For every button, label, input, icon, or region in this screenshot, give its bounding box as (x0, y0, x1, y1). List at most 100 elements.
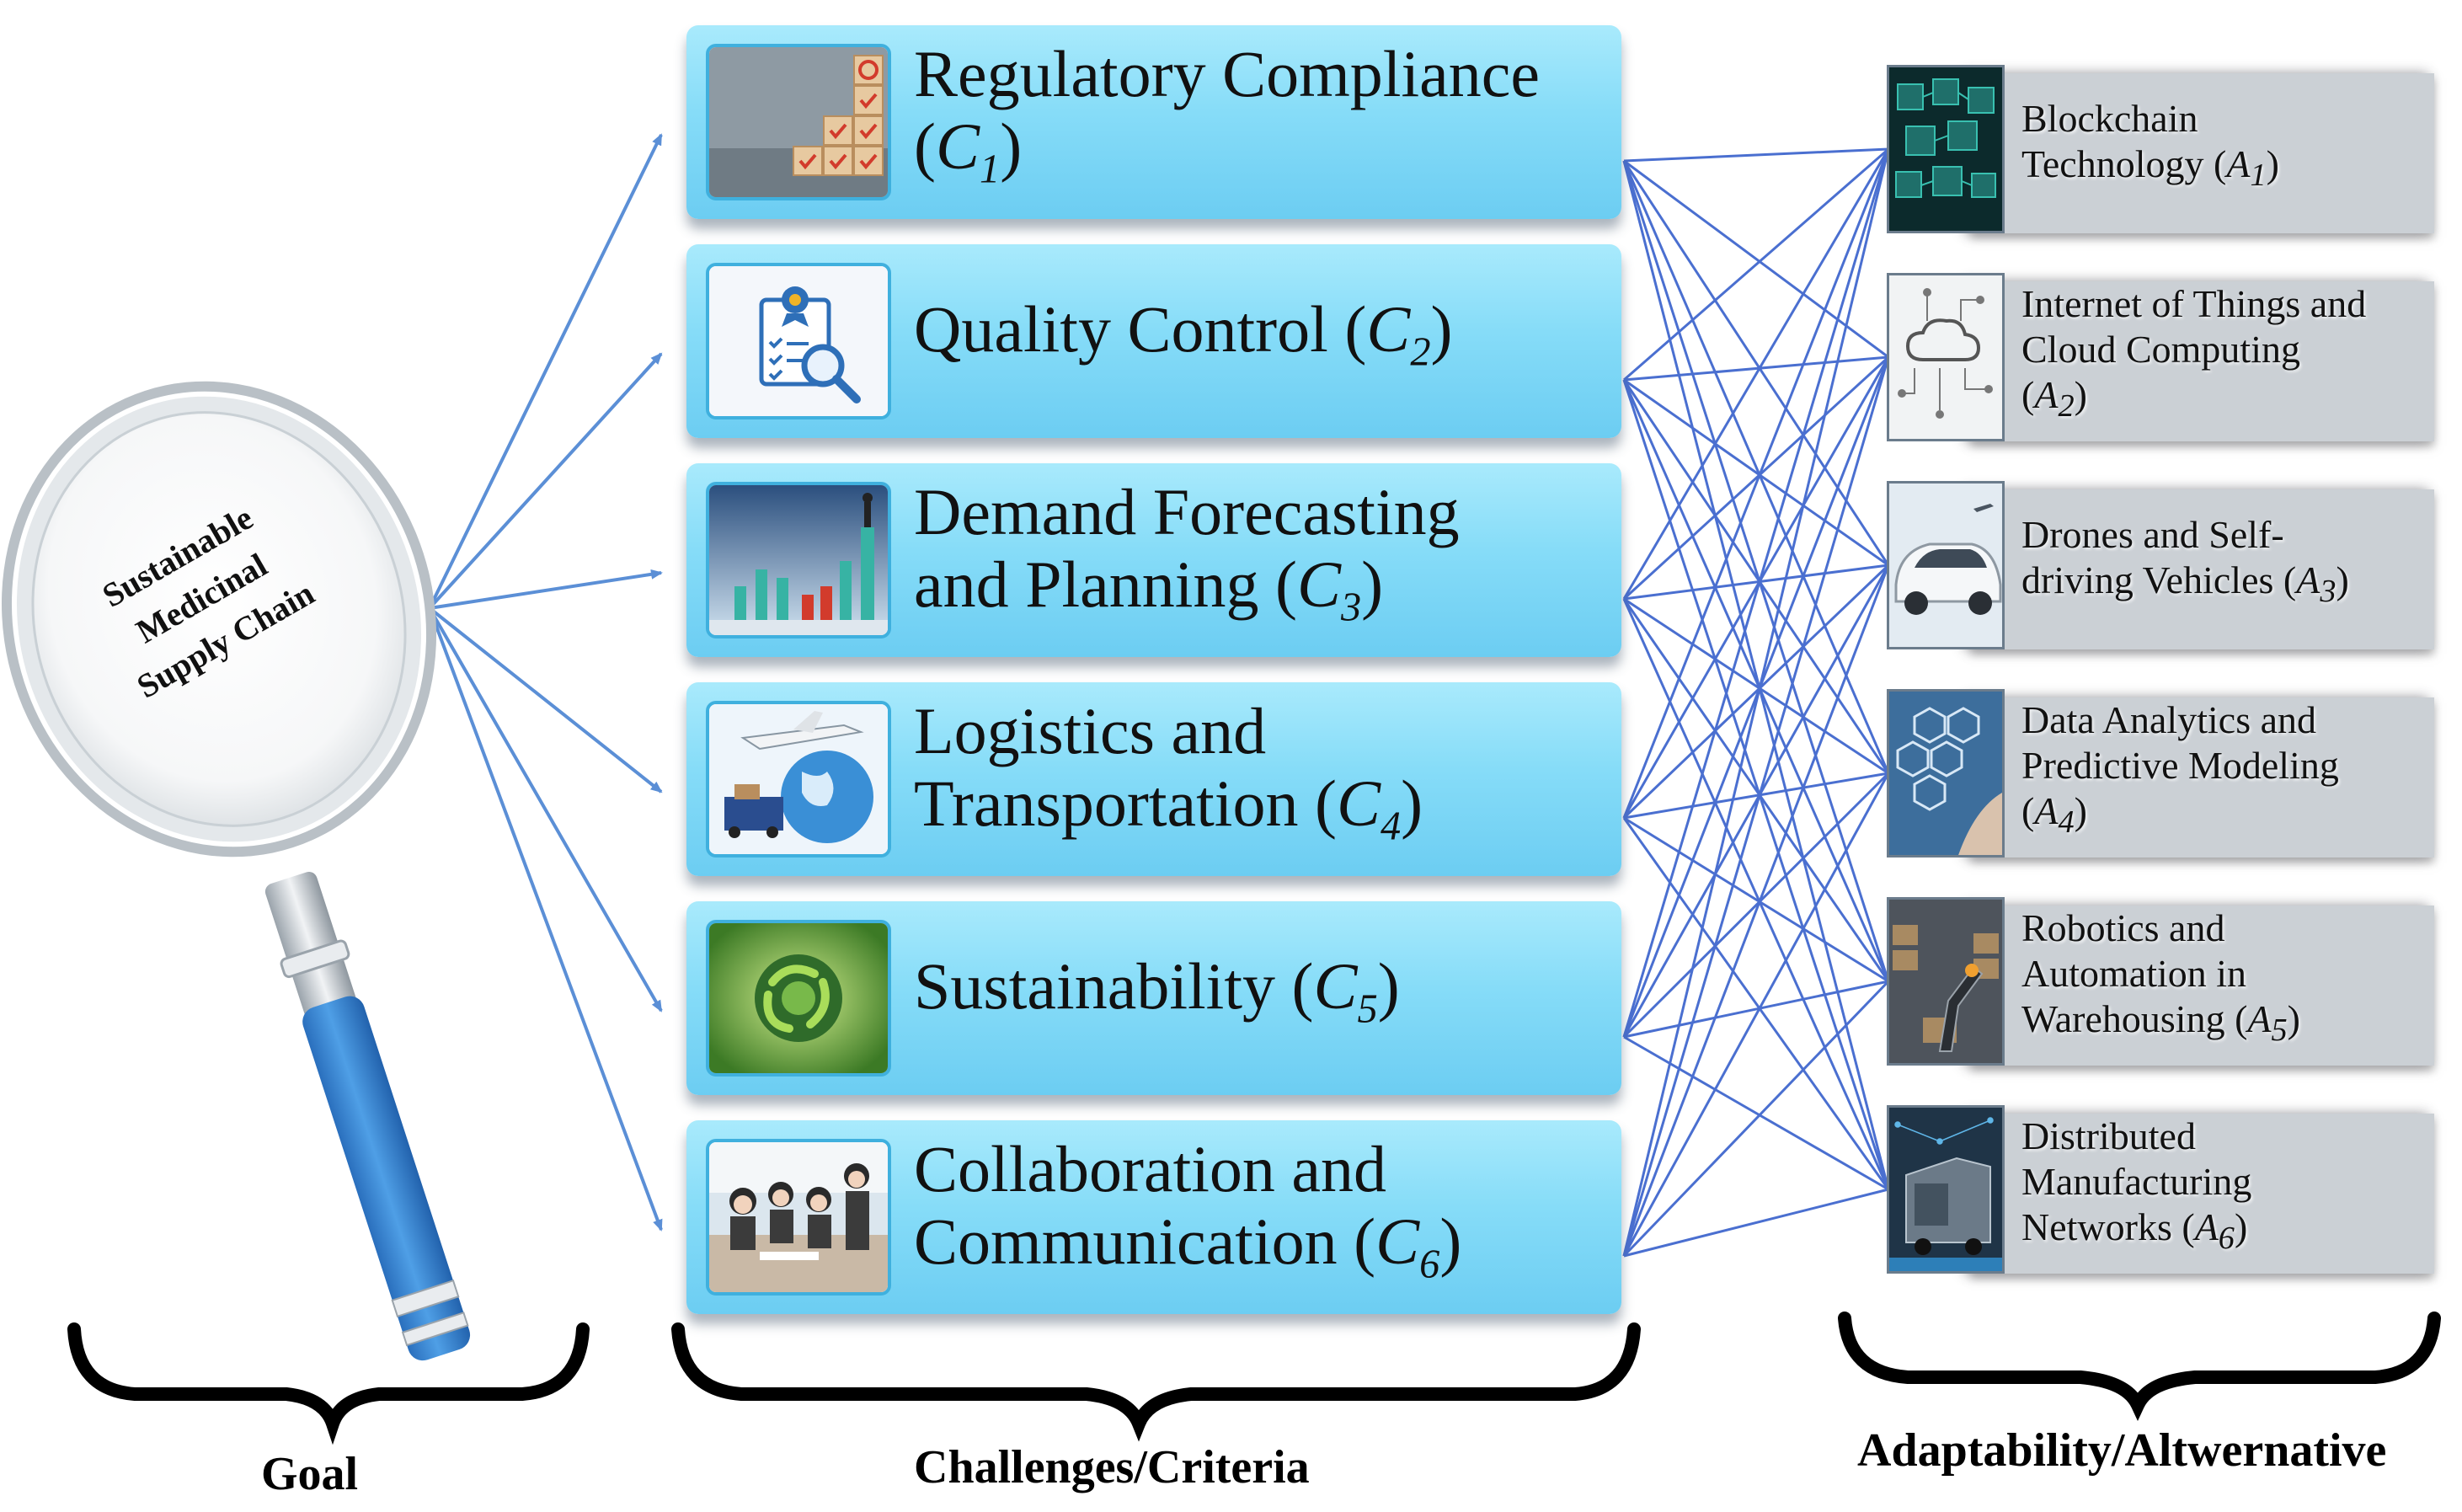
link-c3-a2 (1622, 355, 1890, 601)
alternative-label-a5: Robotics and Automation in Warehousing (… (2021, 897, 2431, 1062)
self-driving-car-image (1887, 481, 2005, 649)
criterion-line-c2: Quality Control (C2) (914, 292, 1453, 375)
criterion-label-c3: Demand Forecasting and Planning (C3) (914, 463, 1605, 657)
truck-network-image (1887, 1105, 2005, 1274)
alternative-name-a6-line-3: Networks (A6) (2021, 1205, 2248, 1257)
iot-cloud-image (1887, 273, 2005, 441)
link-c1-a1 (1623, 147, 1889, 163)
criterion-name-c3-line-2: and Planning (C3) (914, 548, 1384, 630)
alternative-name-a1-line-1: Blockchain (2021, 97, 2198, 141)
goal-arrow-c5 (428, 607, 663, 1012)
link-c3-a4 (1623, 597, 1889, 775)
alternative-a6[interactable]: Distributed Manufacturing Networks (A6) (1887, 1105, 2434, 1274)
checkmark-blocks-image (706, 44, 891, 200)
alternative-name-a1-line-2: Technology (A1) (2021, 142, 2279, 194)
alternative-label-a4: Data Analytics and Predictive Modeling (… (2021, 689, 2431, 854)
link-c6-a4 (1622, 772, 1890, 1257)
criterion-label-c4: Logistics and Transportation (C4) (914, 682, 1605, 876)
goal-arrow-c3 (429, 569, 663, 610)
criterion-name-c2: Quality Control (914, 292, 1328, 366)
link-c3-a3 (1623, 564, 1889, 601)
criterion-box-c3[interactable]: Demand Forecasting and Planning (C3) (686, 463, 1621, 657)
goal-arrow-c4 (428, 606, 663, 793)
link-c4-a5 (1623, 816, 1889, 983)
criterion-name-c6-line-2: Communication (C6) (914, 1205, 1462, 1287)
bar-chart-growth-image (706, 482, 891, 638)
team-meeting-image (706, 1139, 891, 1296)
alternative-panel-a4 (1971, 697, 2434, 858)
goal-arrow-c1 (428, 133, 663, 609)
criterion-box-c4[interactable]: Logistics and Transportation (C4) (686, 682, 1621, 876)
link-c1-a6 (1622, 160, 1890, 1190)
link-c5-a1 (1622, 148, 1890, 1038)
alternative-symbol-a2: (A2) (2021, 373, 2087, 425)
criterion-label-c1: Regulatory Compliance (C1) (914, 25, 1605, 219)
alternative-name-a6-line-1: Distributed (2021, 1114, 2196, 1158)
criterion-label-c2: Quality Control (C2) (914, 244, 1605, 438)
alternative-label-a2: Internet of Things and Cloud Computing (… (2021, 273, 2431, 438)
alternative-a2[interactable]: Internet of Things and Cloud Computing (… (1887, 273, 2434, 441)
link-c6-a6 (1623, 1188, 1889, 1258)
criterion-label-c5: Sustainability (C5) (914, 901, 1605, 1095)
link-c4-a4 (1623, 772, 1889, 820)
alternative-a4[interactable]: Data Analytics and Predictive Modeling (… (1887, 689, 2434, 858)
warehouse-robot-arm-image (1887, 897, 2005, 1066)
goal-label: Goal (261, 1448, 359, 1500)
alternative-name-a4-line-1: Data Analytics and (2021, 698, 2317, 742)
alternative-name-a4-line-2: Predictive Modeling (2021, 744, 2339, 788)
alternative-panel-a2 (1971, 281, 2434, 441)
criterion-box-c6[interactable]: Collaboration and Communication (C6) (686, 1120, 1621, 1314)
link-c5-a4 (1622, 772, 1890, 1039)
alternatives-label: Adaptability/Altwernative (1857, 1424, 2387, 1477)
alternative-name-a2-line-1: Internet of Things and (2021, 282, 2367, 326)
alternative-name-a2-line-2: Cloud Computing (2021, 328, 2300, 371)
criterion-name-c3-line-1: Demand Forecasting (914, 475, 1460, 549)
blockchain-cubes-image (1887, 65, 2005, 233)
quality-checklist-image (706, 263, 891, 419)
criterion-name-c4-line-1: Logistics and (914, 694, 1267, 768)
alternative-a5[interactable]: Robotics and Automation in Warehousing (… (1887, 897, 2434, 1066)
link-c2-a1 (1623, 147, 1889, 382)
alternative-name-a5-line-3: Warehousing (A5) (2021, 997, 2300, 1049)
magnifier-icon (1, 381, 471, 1361)
alternative-label-a1: Blockchain Technology (A1) (2021, 65, 2431, 230)
link-c2-a5 (1622, 379, 1890, 982)
criterion-box-c1[interactable]: Regulatory Compliance (C1) (686, 25, 1621, 219)
link-c5-a3 (1622, 564, 1890, 1038)
criterion-name-c4-line-2: Transportation (C4) (914, 767, 1423, 849)
alternative-a3[interactable]: Drones and Self- driving Vehicles (A3) (1887, 481, 2434, 649)
green-earth-recycle-image (706, 920, 891, 1077)
link-c4-a2 (1622, 356, 1890, 819)
link-c6-a2 (1622, 356, 1890, 1257)
criterion-name-c1: Regulatory Compliance (914, 37, 1540, 111)
cargo-plane-globe-image (706, 701, 891, 858)
link-c2-a2 (1623, 355, 1889, 382)
link-c3-a5 (1622, 598, 1890, 982)
criterion-name-c5: Sustainability (914, 949, 1275, 1023)
goal-arrow-c2 (428, 352, 663, 610)
criterion-label-c6: Collaboration and Communication (C6) (914, 1120, 1605, 1314)
link-c2-a6 (1622, 379, 1890, 1190)
link-c6-a1 (1622, 148, 1890, 1257)
alternative-panel-a1 (1971, 73, 2434, 233)
alternative-a1[interactable]: Blockchain Technology (A1) (1887, 65, 2434, 233)
criterion-box-c5[interactable]: Sustainability (C5) (686, 901, 1621, 1095)
criteria-alternative-line-mesh (1622, 147, 1890, 1258)
link-c1-a4 (1622, 160, 1890, 774)
goal-arrow-c6 (428, 607, 663, 1232)
link-c1-a3 (1622, 160, 1890, 566)
analytics-icons-image (1887, 689, 2005, 858)
criterion-line-c5: Sustainability (C5) (914, 949, 1400, 1032)
alternative-label-a6: Distributed Manufacturing Networks (A6) (2021, 1105, 2431, 1270)
link-c3-a6 (1622, 598, 1890, 1190)
alternative-label-a3: Drones and Self- driving Vehicles (A3) (2021, 481, 2431, 646)
alternative-name-a5-line-1: Robotics and (2021, 906, 2225, 950)
alternative-panel-a5 (1971, 906, 2434, 1066)
criteria-brace (671, 1322, 1641, 1442)
criterion-name-c6-line-1: Collaboration and (914, 1132, 1387, 1206)
goal-brace (67, 1322, 590, 1445)
alternative-panel-a3 (1971, 489, 2434, 649)
criterion-box-c2[interactable]: Quality Control (C2) (686, 244, 1621, 438)
